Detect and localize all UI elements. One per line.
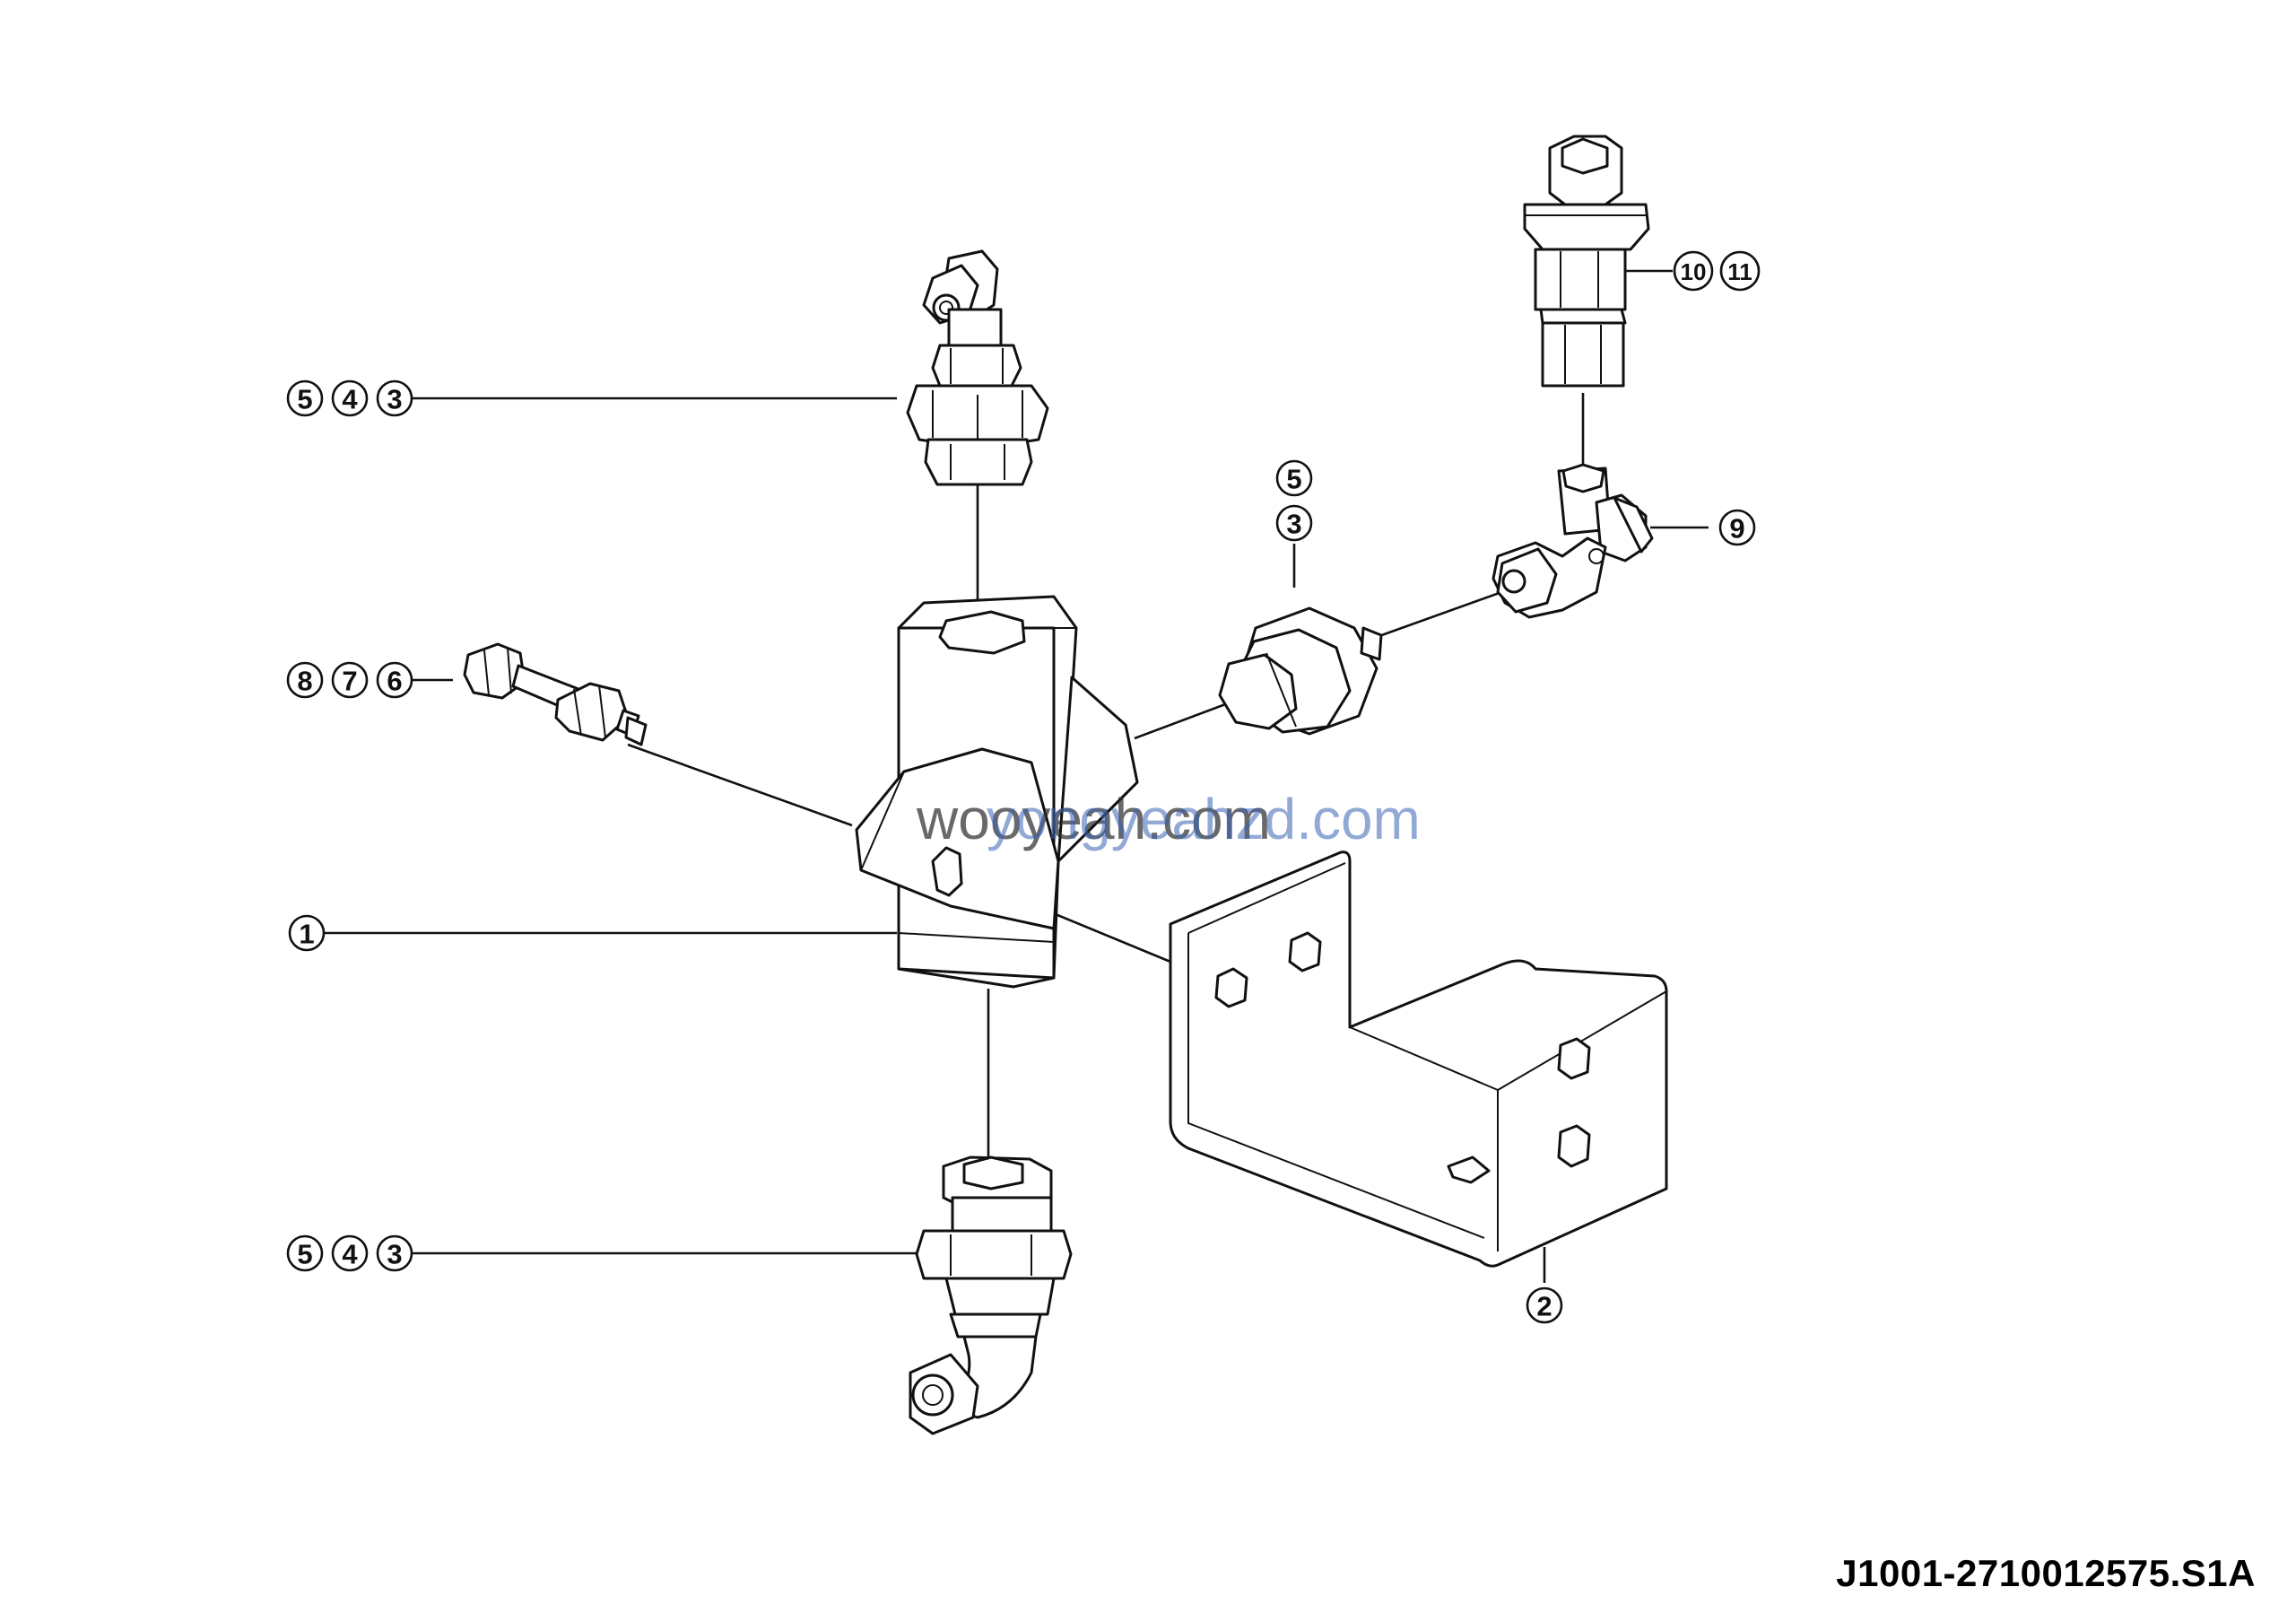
bottom-fitting-assembly [909,1155,1073,1435]
tee-fitting-assembly [1492,463,1654,619]
callout-number: 9 [1729,513,1744,545]
callout-number: 10 [1681,258,1707,285]
callout-center-vertical: 5 3 [1275,459,1313,542]
callout-number: 4 [342,1239,358,1270]
callout-bracket: 2 [1526,1286,1563,1324]
callout-number: 2 [1536,1291,1552,1322]
callout-number: 5 [297,1239,312,1270]
watermark-text-1: wooyeah.com [916,787,1271,851]
watermark-text-2: yongyeahzd.com [987,787,1421,851]
callout-tee: 9 [1718,509,1756,546]
callout-bottom-left: 5 4 3 [286,1234,413,1272]
callout-body: 1 [288,914,326,952]
callout-number: 3 [387,1239,402,1270]
callout-number: 7 [342,666,357,697]
callout-left-bolt: 8 7 6 [286,661,413,699]
callout-number: 4 [342,384,358,415]
callout-number: 1 [299,919,314,950]
watermark: wooyeah.com yongyeahzd.com [916,787,1421,851]
callout-number: 3 [387,384,402,415]
callout-top-right: 10 11 [1673,250,1761,292]
union-fitting-assembly [1523,135,1650,388]
bolt-assembly [463,642,648,746]
valve-body [855,595,1139,989]
callout-number: 11 [1727,258,1752,285]
callout-top-left: 5 4 3 [286,379,413,417]
callout-number: 6 [387,666,402,697]
leader-lines [325,269,1709,1283]
callout-number: 5 [297,384,312,415]
top-fitting-assembly [906,249,1049,486]
callout-number: 8 [297,666,312,697]
document-id: J1001-2710012575.S1A [1836,1552,2256,1594]
callout-number: 3 [1286,509,1301,540]
callout-number: 5 [1286,464,1301,495]
mounting-bracket [1169,850,1668,1268]
center-fitting-assembly [1218,606,1383,736]
